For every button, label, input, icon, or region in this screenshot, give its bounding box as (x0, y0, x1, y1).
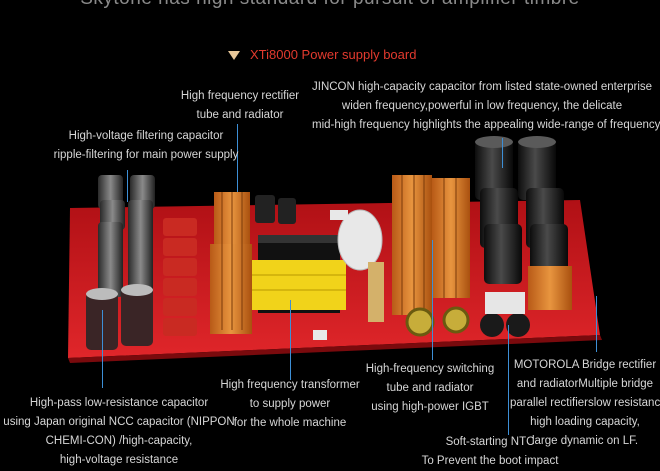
triangle-down-icon (228, 51, 240, 61)
leader-motorola (596, 296, 597, 352)
caption-line: for the whole machine (233, 417, 347, 429)
caption-line: high loading capacity, (530, 416, 640, 428)
caption-line: tube and radiator (386, 382, 474, 394)
leader-highpass (102, 310, 103, 388)
caption-line: to supply power (249, 398, 331, 410)
leader-transformer (290, 300, 291, 380)
caption-line: High frequency rectifier (180, 90, 300, 102)
caption-line: tube and radiator (196, 109, 284, 121)
caption-line: MOTOROLA Bridge rectifier (513, 359, 657, 371)
caption-line: ripple-filtering for main power supply (53, 149, 239, 161)
transformer (252, 235, 346, 313)
caption-filter-capacitor: High-voltage filtering capacitor ripple-… (46, 127, 246, 165)
leader-igbt (432, 240, 433, 360)
leader-jincon (502, 138, 503, 168)
caption-line: CHEMI-CON) /high-capacity, (45, 435, 193, 447)
caption-line: High frequency transformer (220, 379, 360, 391)
caption-line: high-voltage resistance (59, 454, 179, 466)
caption-igbt: High-frequency switching tube and radiat… (360, 360, 500, 417)
resistor-column (163, 218, 197, 336)
caption-line: High-pass low-resistance capacitor (29, 397, 209, 409)
caption-line: parallel rectifierslow resistance, (510, 397, 660, 409)
caption-line: widen frequency,powerful in low frequenc… (341, 100, 623, 112)
caption-transformer: High frequency transformer to supply pow… (215, 376, 365, 433)
caption-line: Soft-starting NTC (445, 436, 535, 448)
caption-line: and radiatorMultiple bridge (516, 378, 654, 390)
caption-line: using Japan original NCC capacitor (NIPP… (3, 416, 235, 428)
page-headline: Skytone has high standard for pursuit of… (0, 0, 660, 10)
caption-motorola: MOTOROLA Bridge rectifier and radiatorMu… (510, 356, 660, 451)
caption-line: mid-high frequency highlights the appeal… (312, 119, 660, 131)
bridge-rectifier-heatsink (528, 266, 572, 310)
igbt-heatsink (392, 175, 470, 315)
section-title-text: XTi8000 Power supply board (250, 47, 417, 62)
power-supply-board-image (68, 136, 602, 363)
caption-rectifier: High frequency rectifier tube and radiat… (170, 87, 310, 125)
caption-line: large dynamic on LF. (531, 435, 639, 447)
leader-rectifier (237, 124, 238, 192)
section-title: XTi8000 Power supply board (228, 47, 416, 62)
caption-high-pass: High-pass low-resistance capacitor using… (0, 394, 238, 470)
caption-line: High-voltage filtering capacitor (68, 130, 224, 142)
leader-filter (127, 170, 128, 202)
caption-line: To Prevent the boot impact (421, 455, 559, 467)
toroid-coil (337, 209, 383, 271)
caption-jincon: JINCON high-capacity capacitor from list… (312, 78, 660, 135)
leader-ntc (508, 325, 509, 435)
caption-line: using high-power IGBT (371, 401, 489, 413)
rectifier-heatsink (210, 192, 252, 334)
caption-line: High-frequency switching (365, 363, 495, 375)
caption-line: JINCON high-capacity capacitor from list… (312, 81, 653, 93)
